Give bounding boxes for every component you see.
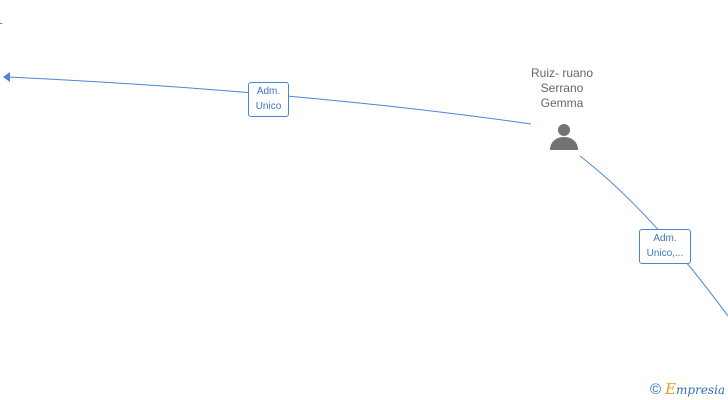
person-name-line-3: Gemma [540, 96, 584, 110]
edge-label-line-1: Adm. [256, 86, 281, 97]
edge-label-line-1: Adm. [653, 233, 677, 244]
person-node-name[interactable]: Ruiz- ruano Serrano Gemma [512, 66, 612, 111]
copyright-icon: © [650, 380, 662, 398]
brand-logo-text: Empresia [665, 380, 725, 398]
edge-label-line-2: Unico,... [646, 248, 684, 259]
edge-line-adm-unico-2 [579, 155, 728, 317]
brand-logo-initial: E [665, 380, 677, 398]
person-name-line-1: Ruiz- ruano [530, 66, 594, 80]
empresia-watermark: © Empresia [650, 379, 725, 399]
edge-arrowhead [3, 72, 10, 82]
person-icon[interactable] [549, 121, 579, 151]
cut-off-node-label-1: L [0, 14, 3, 27]
person-name-line-2: Serrano [540, 81, 584, 95]
edge-label-adm-unico[interactable]: Adm. Unico [248, 82, 289, 117]
edge-label-adm-unico-2[interactable]: Adm. Unico,... [639, 229, 691, 264]
edge-label-line-2: Unico [255, 101, 282, 112]
brand-logo-rest: mpresia [676, 383, 726, 397]
